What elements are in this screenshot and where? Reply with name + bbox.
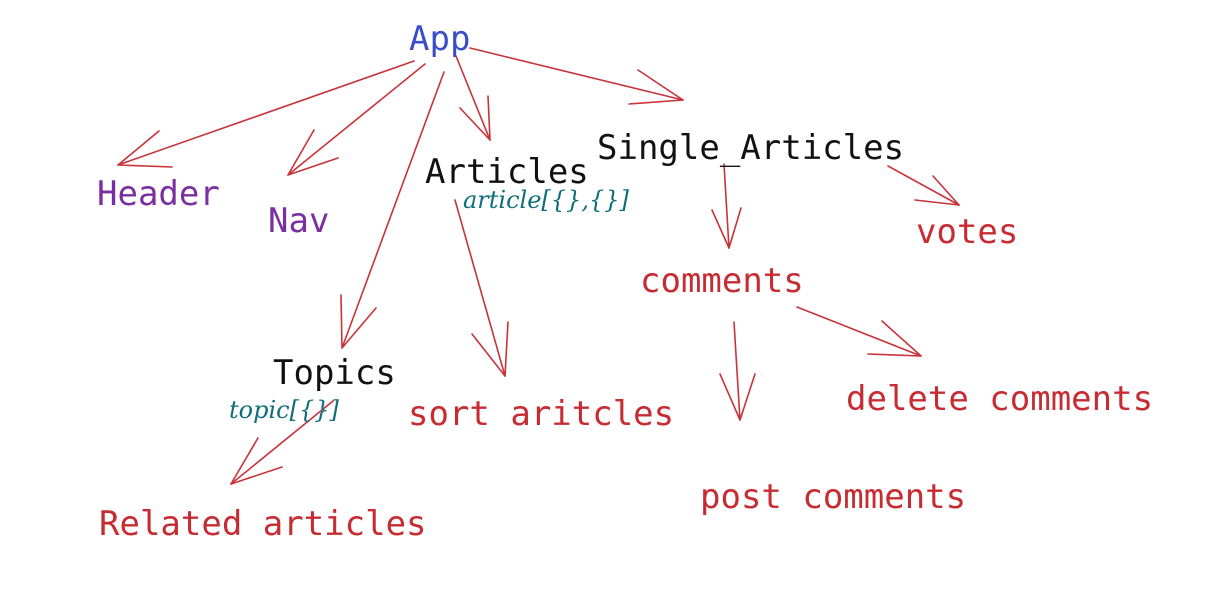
state-label-topics: topic[{}] <box>229 396 339 424</box>
edge-line <box>341 71 445 349</box>
edge-line <box>723 163 730 249</box>
edge-app-header <box>117 60 415 168</box>
arrowhead <box>711 207 742 249</box>
arrowhead <box>867 320 922 357</box>
node-topics: Topics <box>273 353 396 393</box>
node-header: Header <box>97 174 220 214</box>
edge-app-articles <box>455 55 491 141</box>
arrowhead <box>117 130 173 168</box>
edge-line <box>733 321 741 421</box>
node-related-articles: Related articles <box>99 504 427 544</box>
arrowhead <box>287 129 339 176</box>
edge-app-single-articles <box>469 47 684 105</box>
arrowhead <box>459 95 491 141</box>
arrowhead <box>340 294 377 349</box>
edge-comments-post <box>719 321 756 421</box>
node-nav: Nav <box>268 201 330 241</box>
node-single-articles: Single_Articles <box>597 128 905 168</box>
arrowhead <box>914 175 960 206</box>
edge-line <box>230 400 334 485</box>
node-app: App <box>409 19 471 59</box>
node-articles: Articles <box>425 152 589 192</box>
node-comments: comments <box>640 261 804 301</box>
edge-comments-delete <box>796 306 922 357</box>
node-delete-comments: delete comments <box>846 379 1154 419</box>
edge-single-articles-comments <box>711 163 742 249</box>
arrowhead <box>230 437 283 485</box>
edge-line <box>887 165 960 206</box>
node-votes: votes <box>916 212 1019 252</box>
arrowhead <box>471 321 509 377</box>
node-post-comments: post comments <box>700 477 967 517</box>
edge-app-nav <box>287 63 426 176</box>
edge-line <box>455 55 491 141</box>
node-sort-articles: sort aritcles <box>408 394 675 434</box>
edge-topics-related <box>230 400 334 485</box>
edge-app-topics <box>340 71 445 349</box>
edge-line <box>287 63 426 176</box>
edge-single-articles-votes <box>887 165 960 206</box>
edge-line <box>117 60 415 166</box>
arrowhead <box>719 373 756 421</box>
edge-line <box>469 47 684 101</box>
edge-articles-sort <box>454 199 509 377</box>
edge-line <box>796 306 922 357</box>
edge-line <box>454 199 506 377</box>
arrowhead <box>628 69 684 105</box>
state-label-articles: article[{},{}] <box>463 186 629 214</box>
